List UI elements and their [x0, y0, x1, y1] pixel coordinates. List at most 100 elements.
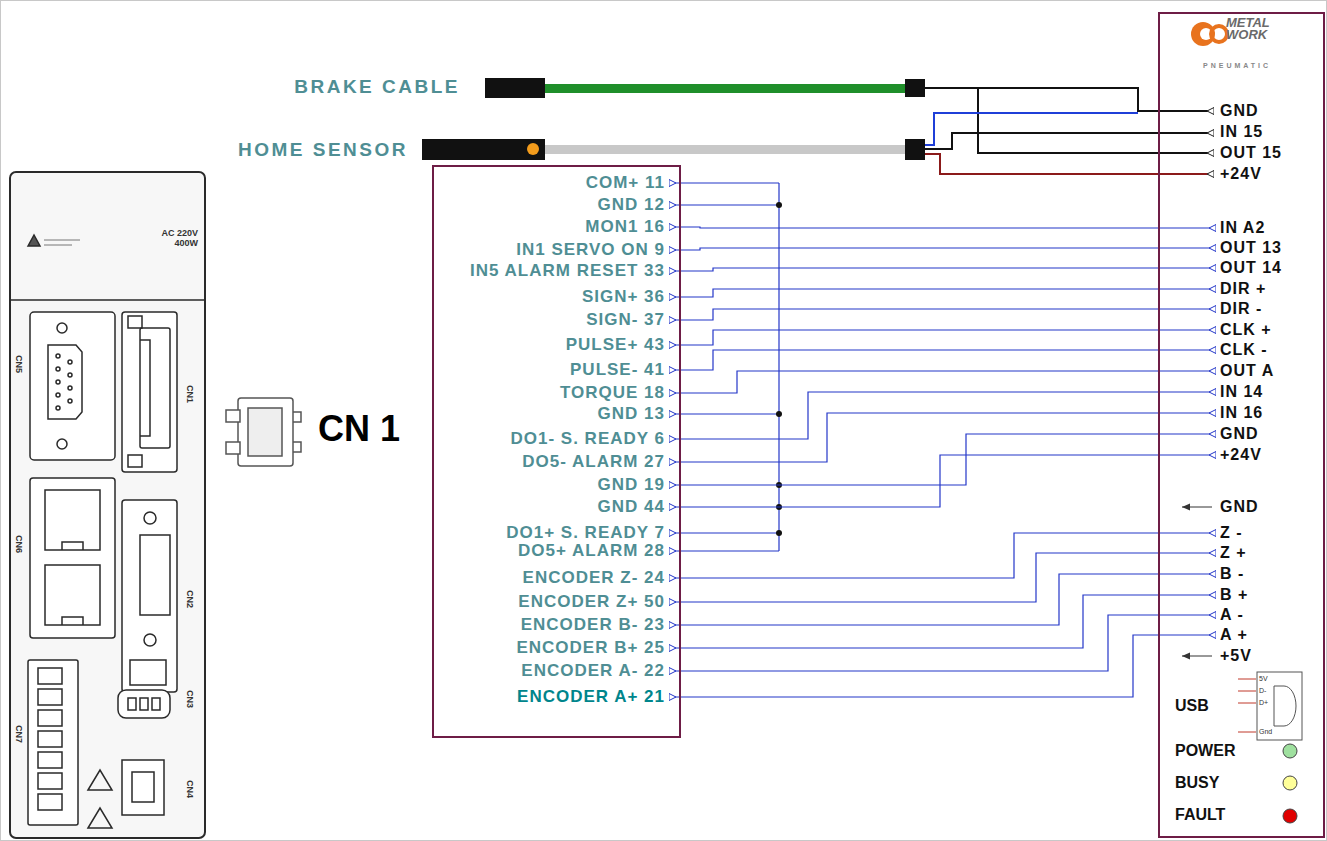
- terminal-label: B +: [1216, 587, 1248, 603]
- servo-drive-drawing: [45, 565, 100, 625]
- terminal-label: +5V: [1216, 648, 1252, 664]
- ground-bus: [776, 530, 782, 536]
- panel-text: CN7: [14, 725, 24, 743]
- logo-mark: [1191, 22, 1227, 46]
- servo-drive-drawing: [128, 316, 142, 328]
- status-label: FAULT: [1175, 806, 1225, 824]
- terminal-name: IN 14: [1220, 384, 1263, 400]
- ground-bus: [776, 411, 782, 417]
- pin-name: ENCODER A- 22: [521, 662, 665, 680]
- terminal-label: Z -: [1216, 525, 1243, 541]
- terminal-label: GND: [1216, 103, 1259, 119]
- pin-label: GND 13: [598, 405, 669, 423]
- panel-text: CN6: [14, 535, 24, 553]
- servo-drive-drawing: [56, 354, 60, 358]
- servo-drive-drawing: [88, 770, 112, 790]
- ground-bus: [669, 183, 782, 551]
- pin-label: GND 12: [598, 196, 669, 214]
- servo-drive-drawing: [130, 660, 166, 685]
- pin-label: DO1+ S. READY 7: [506, 524, 669, 542]
- pin-name: COM+ 11: [586, 174, 665, 192]
- servo-drive-drawing: [38, 689, 62, 705]
- wire: [669, 574, 1216, 625]
- pin-name: SIGN- 37: [586, 311, 665, 329]
- terminal-name: B +: [1220, 587, 1248, 603]
- pin-name: DO1- S. READY 6: [510, 430, 665, 448]
- terminal-arrow: [1182, 656, 1212, 657]
- terminal-name: DIR +: [1220, 281, 1266, 297]
- servo-drive-drawing: [118, 690, 170, 718]
- usb-pin-label: D+: [1259, 699, 1268, 707]
- cn1-plug-drawing: [293, 412, 301, 452]
- pin-label: ENCODER Z+ 50: [518, 593, 669, 611]
- servo-drive-drawing: [68, 360, 72, 364]
- servo-drive-drawing: [144, 512, 156, 524]
- pin-name: SIGN+ 36: [582, 288, 665, 306]
- terminal-label: IN 15: [1216, 124, 1263, 140]
- servo-drive-drawing: [45, 490, 100, 550]
- terminal-name: Z +: [1220, 545, 1247, 561]
- terminal-name: GND: [1220, 103, 1259, 119]
- wire: [669, 309, 1216, 320]
- pin-label: IN5 ALARM RESET 33: [470, 262, 669, 280]
- terminal-name: A +: [1220, 627, 1248, 643]
- terminal-name: OUT 15: [1220, 145, 1282, 161]
- servo-drive-drawing: [88, 808, 112, 828]
- servo-drive-drawing: [122, 500, 177, 692]
- servo-drive-drawing: [128, 455, 142, 467]
- pin-label: SIGN- 37: [586, 311, 669, 329]
- ground-bus: [669, 182, 779, 183]
- usb-symbol: [1274, 686, 1296, 726]
- servo-drive-drawing: [30, 478, 115, 638]
- terminal-label: CLK +: [1216, 322, 1272, 338]
- terminal-name: IN 15: [1220, 124, 1263, 140]
- servo-drive-drawing: [140, 340, 150, 436]
- panel-text: CN4: [185, 780, 195, 798]
- servo-drive-drawing: [30, 312, 115, 460]
- wire: [669, 227, 1216, 697]
- servo-drive-drawing: [132, 772, 154, 802]
- home-sensor-drawing: [422, 139, 545, 160]
- servo-drive-drawing: [68, 399, 72, 403]
- pin-name: GND 44: [598, 498, 665, 516]
- wire: [669, 455, 1216, 507]
- servo-drive-drawing: [140, 535, 170, 615]
- cn1-plug-drawing: [238, 398, 293, 466]
- wire: [669, 289, 1216, 297]
- servo-drive-drawing: [28, 660, 78, 825]
- wire: [669, 371, 1216, 393]
- pin-label: ENCODER B- 23: [521, 616, 669, 634]
- pin-name: GND 19: [598, 476, 665, 494]
- logo-text: METAL WORK: [1226, 17, 1284, 41]
- cn1-plug-drawing: [226, 442, 240, 454]
- cn1-plug-drawing: [226, 410, 240, 422]
- servo-drive-drawing: [38, 752, 62, 768]
- cable-wire: [925, 113, 1138, 145]
- pin-name: ENCODER B+ 25: [516, 639, 665, 657]
- pin-label: DO5- ALARM 27: [522, 453, 669, 471]
- pin-label: COM+ 11: [586, 174, 669, 192]
- servo-drive-drawing: [28, 235, 40, 246]
- terminal-name: OUT 14: [1220, 260, 1282, 276]
- wire: [669, 268, 1216, 271]
- terminal-label: A -: [1216, 607, 1244, 623]
- wire: [669, 248, 1216, 250]
- pin-label: ENCODER Z- 24: [523, 569, 669, 587]
- connector-label: CN 1: [318, 408, 400, 449]
- wire: [669, 434, 1216, 485]
- panel-text: AC 220V 400W: [144, 228, 198, 248]
- pin-name: DO1+ S. READY 7: [506, 524, 665, 542]
- terminal-label: +24V: [1216, 447, 1262, 463]
- usb-pin-label: Gnd: [1259, 728, 1272, 736]
- pin-name: ENCODER B- 23: [521, 616, 665, 634]
- usb-symbol: [1238, 672, 1302, 740]
- ground-bus: [778, 183, 779, 551]
- pin-label: ENCODER A- 22: [521, 662, 669, 680]
- usb-symbol: [1257, 672, 1302, 740]
- home-sensor-drawing: [545, 145, 905, 154]
- ground-bus: [669, 532, 779, 533]
- servo-drive-drawing: [144, 634, 156, 646]
- pin-label: MON1 16: [585, 218, 669, 236]
- terminal-label: A +: [1216, 627, 1248, 643]
